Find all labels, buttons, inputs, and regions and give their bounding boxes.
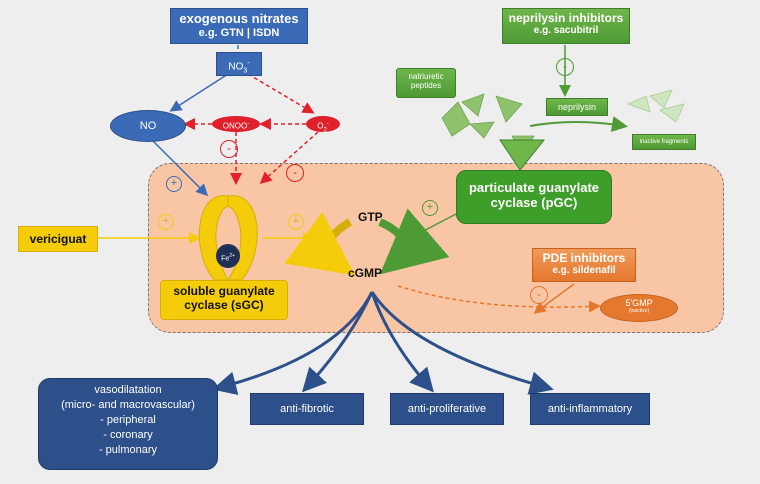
o2-ellipse: O2- [306,116,340,134]
pde-inhibitors-box: PDE inhibitors e.g. sildenafil [532,248,636,282]
vaso-subtitle: (micro- and macrovascular) [61,399,195,411]
anti-fibrotic-label: anti-fibrotic [280,403,334,415]
exogenous-nitrates-subtitle: e.g. GTN | ISDN [198,27,280,39]
plus-sign-vericiguat: + [158,214,174,230]
onoo-sup: - [247,121,250,127]
arrow-cgmp-to-inflammatory [370,291,554,395]
neprilysin-inhibitors-subtitle: e.g. sacubitril [533,25,599,36]
no3-sub: 3 [243,67,248,75]
no3-box: NO3- [216,52,262,76]
gmp5-ellipse: 5'GMP (inactive) [600,294,678,322]
vericiguat-box: vericiguat [18,226,98,252]
vaso-item-coronary: - coronary [103,429,153,441]
anti-fibrotic-box: anti-fibrotic [250,393,364,425]
arrow-pde-inhibit [533,283,575,314]
minus-sign-neprilysin: - [556,58,574,76]
cycle-arrow-green [378,208,450,275]
onoo-label: ONOO [222,121,248,131]
vasodilatation-box: vasodilatation (micro- and macrovascular… [38,378,218,470]
o2-sub: 2 [323,127,327,134]
inactive-fragment-shapes [626,89,685,123]
arrow-cgmp-to-5gmp [397,285,601,313]
anti-proliferative-box: anti-proliferative [390,393,504,425]
anti-inflammatory-box: anti-inflammatory [530,393,650,425]
pde-subtitle: e.g. sildenafil [552,265,616,276]
vericiguat-label: vericiguat [29,232,87,246]
arrow-no-to-sgc [149,137,209,197]
vaso-title: vasodilatation [94,384,162,396]
pgc-line2: cyclase (pGC) [490,195,578,210]
sgc-box: soluble guanylate cyclase (sGC) [160,280,288,320]
arrow-no3-to-no [169,73,229,112]
anti-proliferative-label: anti-proliferative [407,403,487,415]
natriuretic-line2: peptides [410,81,442,90]
neprilysin-inhibitors-title: neprilysin inhibitors [508,11,624,25]
inactive-fragments-box: inactive fragments [632,134,696,150]
arrow-pgc-to-cgmp [411,213,457,238]
pgc-receptor-shape [499,139,546,171]
pgc-line1: particulate guanylate [468,180,600,195]
cycle-arrow-yellow [284,211,355,276]
arrow-no3-to-o2 [247,73,315,114]
pde-title: PDE inhibitors [542,251,626,265]
vaso-item-peripheral: - peripheral [100,414,156,426]
arrow-o2-to-sgc [259,131,319,184]
onoo-ellipse: ONOO- [212,116,260,132]
gmp5-note: (inactive) [628,308,650,314]
o2-label: O [317,121,324,131]
plus-sign-pgc: + [422,200,438,216]
gmp5-label: 5'GMP [625,298,653,308]
fe-sup: 2+ [229,253,235,259]
exogenous-nitrates-box: exogenous nitrates e.g. GTN | ISDN [170,8,308,44]
plus-sign-sgc: + [288,214,304,230]
vaso-item-pulmonary: - pulmonary [98,444,158,456]
arrow-cgmp-to-proliferative [370,291,434,393]
plus-sign-no: + [166,176,182,192]
o2-sup: - [326,121,329,127]
neprilysin-inhibitors-box: neprilysin inhibitors e.g. sacubitril [502,8,630,44]
no3-sup: - [247,60,250,67]
arrow-cgmp-to-fibrotic [301,291,374,393]
natriuretic-peptides-box: natriuretic peptides [396,68,456,98]
no-ellipse: NO [110,110,186,142]
cgmp-label: cGMP [348,266,383,280]
minus-sign-pde: - [530,286,548,304]
fe-label: Fe [221,255,230,263]
arrow-peptides-to-fragments [529,116,628,132]
arrow-cgmp-to-vaso [212,291,374,396]
neprilysin-label: neprilysin [557,102,597,112]
gtp-label: GTP [358,210,383,224]
inactive-fragments-label: inactive fragments [639,139,689,145]
neprilysin-box: neprilysin [546,98,608,116]
no-label: NO [139,120,157,132]
minus-sign-o2: - [286,164,304,182]
sgc-line1: soluble guanylate [173,284,275,298]
exogenous-nitrates-title: exogenous nitrates [179,11,299,26]
sgc-line2: cyclase (sGC) [184,298,264,312]
minus-sign-onoo: - [220,140,238,158]
fe-circle: Fe2+ [216,244,240,268]
pgc-box: particulate guanylate cyclase (pGC) [456,170,612,224]
no3-label: NO [228,61,244,73]
natriuretic-line1: natriuretic [408,72,444,81]
anti-inflammatory-label: anti-inflammatory [547,403,633,415]
